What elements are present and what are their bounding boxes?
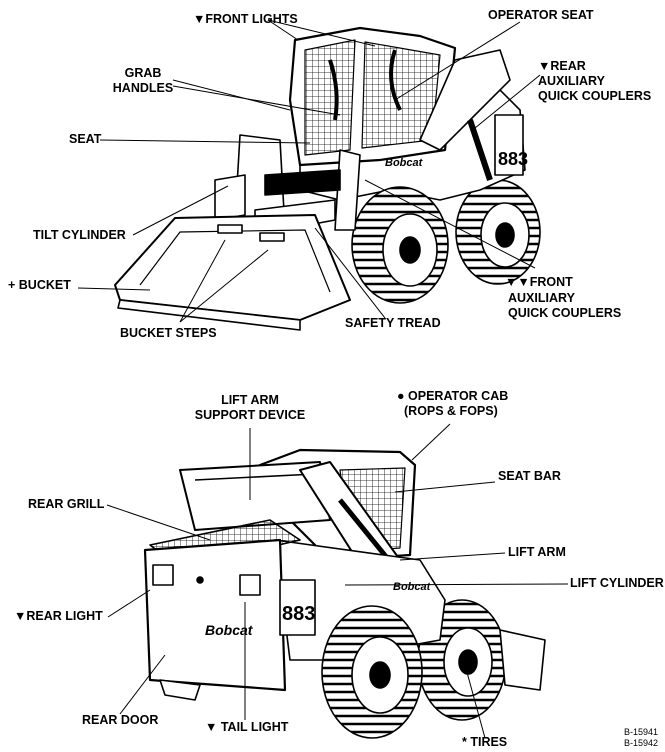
label-rear-aux-line1: ▼REAR <box>538 59 586 73</box>
figure-ref-2: B-15942 <box>624 738 659 748</box>
label-front-lights: ▼FRONT LIGHTS <box>193 12 298 26</box>
top-model-number: 883 <box>498 149 528 169</box>
top-rear-tire <box>455 179 541 285</box>
label-rear-aux-line3: QUICK COUPLERS <box>538 89 652 103</box>
label-tilt-cylinder: TILT CYLINDER <box>33 228 126 242</box>
label-operator-cab-line2: (ROPS & FOPS) <box>404 404 498 418</box>
label-front-aux-line1: ▼▼FRONT <box>505 275 573 289</box>
label-front-aux-line2: AUXILIARY <box>508 291 575 305</box>
label-grab-handles-line2: HANDLES <box>112 81 174 95</box>
top-loader-drawing: 883 Bobcat Bobc <box>114 26 541 331</box>
label-operator-seat: OPERATOR SEAT <box>488 8 594 22</box>
bottom-rear-brand: Bobcat <box>205 622 254 638</box>
label-safety-tread: SAFETY TREAD <box>345 316 441 330</box>
label-lift-arm-support-line2: SUPPORT DEVICE <box>194 408 306 422</box>
label-tail-light: ▼ TAIL LIGHT <box>205 720 289 734</box>
label-seat-bar: SEAT BAR <box>498 469 561 483</box>
figure-ref-1: B-15941 <box>624 727 659 737</box>
label-bucket-steps: BUCKET STEPS <box>120 326 217 340</box>
bottom-rear-panel <box>143 538 287 692</box>
label-seat: SEAT <box>69 132 102 146</box>
bottom-front-wheel <box>321 605 423 739</box>
bottom-side-brand: Bobcat <box>393 581 432 593</box>
label-lift-arm: LIFT ARM <box>508 545 566 559</box>
label-tires: * TIRES <box>462 735 508 749</box>
label-rear-aux-line2: AUXILIARY <box>538 74 605 88</box>
label-operator-cab-line1: ● OPERATOR CAB <box>397 389 509 403</box>
leader-lines <box>77 19 569 739</box>
label-rear-door: REAR DOOR <box>82 713 159 727</box>
label-lift-arm-support-line1: LIFT ARM <box>221 393 279 407</box>
label-front-aux-line3: QUICK COUPLERS <box>508 306 622 320</box>
bottom-loader-drawing: Bobcat 883 Bobcat <box>143 448 546 739</box>
top-brand-decal: Bobcat <box>385 157 424 169</box>
label-rear-grill: REAR GRILL <box>28 497 105 511</box>
label-bucket: + BUCKET <box>8 278 71 292</box>
label-rear-light: ▼REAR LIGHT <box>14 609 103 623</box>
label-lift-cylinder: LIFT CYLINDER <box>570 576 664 590</box>
top-front-tire <box>351 186 449 304</box>
bottom-model-number: 883 <box>282 603 315 625</box>
top-cab-mesh-left <box>304 39 356 156</box>
label-grab-handles-line1: GRAB <box>124 66 162 80</box>
